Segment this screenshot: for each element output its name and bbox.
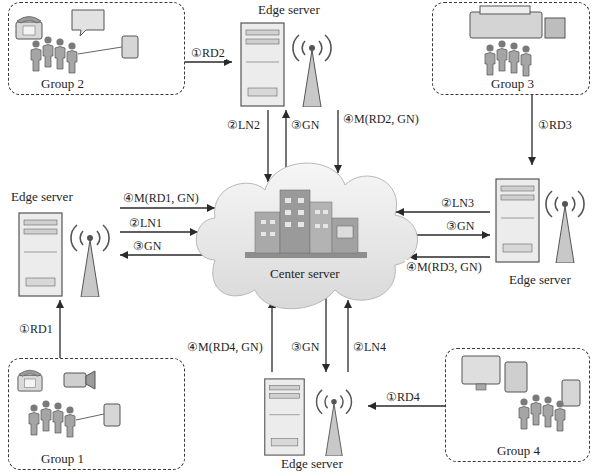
antenna: [317, 390, 352, 456]
arrow-connector: [120, 207, 215, 208]
node-label: Edge server: [11, 189, 73, 204]
person-icon: [65, 406, 75, 437]
person-icon: [29, 404, 39, 435]
server-tower: [241, 23, 284, 106]
person-icon: [555, 400, 565, 431]
node-label: Group 1: [41, 451, 84, 466]
arrow-connector: [416, 234, 490, 235]
wire: [76, 414, 104, 420]
server-tower: [265, 379, 304, 455]
arrow-connector: [120, 254, 205, 255]
node-label: Group 4: [497, 443, 540, 458]
edge-label: ①RD4: [385, 390, 421, 404]
node-label: Center server: [270, 266, 340, 281]
edge-server: Edge server: [5, 188, 120, 300]
group-box: Group 4: [445, 348, 590, 462]
node-label: Edge server: [509, 272, 571, 287]
edge-server: Edge server: [255, 372, 368, 472]
phone-icon: [18, 370, 42, 391]
tablet-icon: [104, 404, 120, 426]
device-icon: [505, 362, 527, 392]
arrow-connector: [337, 110, 338, 173]
arrow-connector: [185, 61, 232, 62]
person-icon: [43, 36, 53, 67]
printer-icon: [470, 12, 542, 38]
node-label: Edge server: [258, 2, 320, 17]
edge-label: ③GN: [132, 239, 162, 253]
person-icon: [53, 402, 63, 433]
edge-label: ③GN: [290, 118, 320, 132]
edge-label: ④M(RD1, GN): [122, 191, 200, 205]
edge-label: ④M(RD2, GN): [342, 112, 420, 126]
edge-label: ②LN1: [128, 216, 163, 230]
message-icon: [72, 10, 104, 36]
person-icon: [543, 396, 553, 427]
person-icon: [41, 400, 51, 431]
edge-label: ④M(RD3, GN): [405, 260, 483, 274]
arrow-connector: [347, 300, 348, 372]
person-icon: [521, 45, 531, 76]
arrow-connector: [120, 231, 198, 232]
person-icon: [31, 40, 41, 71]
printer-tray: [480, 6, 530, 14]
edge-label: ③GN: [445, 219, 475, 233]
person-icon: [509, 42, 519, 73]
cloud-outline: [185, 140, 425, 320]
arrow-connector: [271, 300, 272, 372]
tablet-icon: [122, 36, 138, 58]
node-label: Group 2: [41, 76, 84, 91]
edge-label: ①RD1: [18, 322, 54, 336]
antenna: [546, 191, 584, 263]
arrow-connector: [531, 95, 532, 165]
person-icon: [485, 44, 495, 75]
edge-label: ①RD3: [537, 118, 573, 132]
person-icon: [55, 38, 65, 69]
person-icon: [531, 394, 541, 425]
device-icon: [545, 18, 565, 38]
node-label: Group 3: [491, 76, 534, 91]
group-box: Group 3: [432, 2, 590, 95]
wire: [78, 47, 122, 54]
center-server-cloud: Center server: [185, 140, 425, 320]
edge-label: ②LN4: [352, 340, 387, 354]
arrow-connector: [325, 297, 326, 372]
antenna: [71, 225, 109, 297]
person-icon: [497, 40, 507, 71]
arrow-connector: [409, 256, 490, 257]
group-box: Group 1: [8, 358, 185, 470]
edge-label: ④M(RD4, GN): [186, 340, 264, 354]
edge-label: ②LN2: [226, 118, 261, 132]
edge-server: Edge server: [232, 0, 345, 110]
server-tower: [19, 213, 62, 296]
arrow-connector: [396, 211, 490, 212]
edge-server: Edge server: [490, 165, 590, 290]
arrow-connector: [285, 110, 286, 168]
arrow-connector: [59, 300, 60, 358]
node-label: Edge server: [281, 456, 343, 471]
person-icon: [67, 42, 77, 73]
edge-label: ③GN: [290, 340, 320, 354]
edge-label: ②LN3: [440, 196, 475, 210]
camera-icon: [64, 373, 86, 387]
camera-lens: [86, 371, 95, 389]
tablet-icon: [562, 380, 580, 406]
arrow-connector: [267, 110, 268, 182]
person-icon: [519, 398, 529, 429]
edge-label: ①RD2: [190, 46, 226, 60]
group-box: Group 2: [8, 2, 185, 95]
monitor-stand: [476, 384, 486, 390]
phone-icon: [16, 17, 42, 40]
server-tower: [496, 179, 539, 262]
arrow-connector: [368, 405, 445, 406]
antenna: [293, 35, 331, 107]
monitor-icon: [462, 356, 500, 384]
